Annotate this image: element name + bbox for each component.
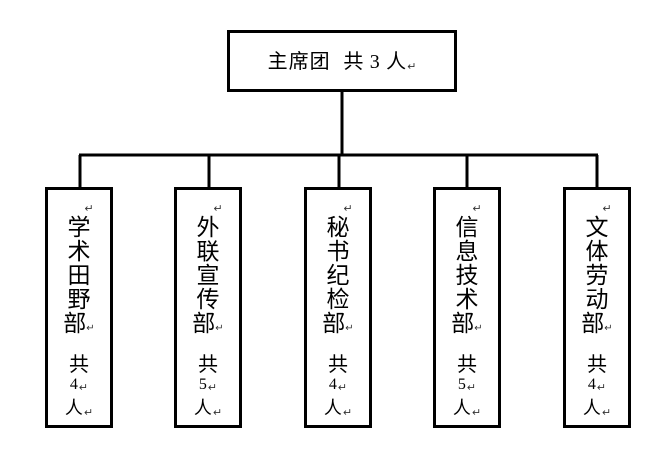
presidium-label: 主席团 共 3 人↵	[230, 48, 454, 80]
dept-count: 4	[587, 376, 596, 393]
dept-unit: 人	[582, 398, 601, 419]
paragraph-mark-icon: ↵	[83, 406, 94, 419]
dept-name-char: 检	[326, 287, 350, 313]
dept-name-char: 部	[192, 311, 216, 337]
paragraph-mark-icon: ↵	[471, 406, 482, 419]
paragraph-mark-icon: ↵	[337, 382, 348, 394]
dept-unit: 人	[323, 398, 342, 419]
paragraph-mark-icon: ↵	[86, 323, 95, 334]
dept-name-char: 信	[455, 215, 479, 241]
dept-name-char: 宣	[196, 263, 220, 289]
presidium-box: 主席团 共 3 人↵	[227, 30, 457, 92]
dept-name-char: 野	[67, 287, 91, 313]
paragraph-mark-icon: ↵	[84, 202, 94, 215]
dept-name-char: 文	[585, 215, 609, 241]
paragraph-mark-icon: ↵	[604, 323, 613, 334]
dept-name-char: 学	[67, 215, 91, 241]
paragraph-mark-icon: ↵	[345, 323, 354, 334]
dept-name-char: 纪	[326, 263, 350, 289]
dept-count: 4	[328, 376, 337, 393]
dept-count: 5	[457, 376, 466, 393]
dept-name-char: 劳	[585, 263, 609, 289]
department-box-2: ↵ 外 联 宣 传 部↵ 共 5↵ 人↵	[174, 187, 242, 428]
dept-name-char: 外	[196, 215, 220, 241]
dept-name-char: 息	[455, 239, 479, 265]
dept-name-char: 动	[585, 287, 609, 313]
dept-count: 4	[69, 376, 78, 393]
dept-name-char: 术	[455, 287, 479, 313]
dept-gong: 共	[69, 352, 89, 376]
dept-gong: 共	[587, 352, 607, 376]
dept-name-char: 部	[451, 311, 475, 337]
dept-name-char: 秘	[326, 215, 350, 241]
dept-count: 5	[198, 376, 207, 393]
paragraph-mark-icon: ↵	[78, 382, 89, 394]
dept-name-char: 部	[581, 311, 605, 337]
dept-unit: 人	[193, 398, 212, 419]
paragraph-mark-icon: ↵	[342, 406, 353, 419]
paragraph-mark-icon: ↵	[474, 323, 483, 334]
dept-gong: 共	[198, 352, 218, 376]
paragraph-mark-icon: ↵	[215, 323, 224, 334]
department-box-1: ↵ 学 术 田 野 部↵ 共 4↵ 人↵	[45, 187, 113, 428]
dept-gong: 共	[457, 352, 477, 376]
dept-name-char: 书	[326, 239, 350, 265]
paragraph-mark-icon: ↵	[407, 60, 417, 73]
presidium-gong: 共	[343, 49, 364, 73]
paragraph-mark-icon: ↵	[213, 202, 223, 215]
dept-name-char: 部	[63, 311, 87, 337]
department-box-3: ↵ 秘 书 纪 检 部↵ 共 4↵ 人↵	[304, 187, 372, 428]
paragraph-mark-icon: ↵	[466, 382, 477, 394]
dept-name-char: 联	[196, 239, 220, 265]
paragraph-mark-icon: ↵	[207, 382, 218, 394]
dept-gong: 共	[328, 352, 348, 376]
dept-name-char: 术	[67, 239, 91, 265]
paragraph-mark-icon: ↵	[596, 382, 607, 394]
presidium-count: 3	[369, 51, 380, 73]
paragraph-mark-icon: ↵	[212, 406, 223, 419]
dept-unit: 人	[452, 398, 471, 419]
dept-name-char: 体	[585, 239, 609, 265]
presidium-unit: 人	[386, 49, 407, 73]
department-box-4: ↵ 信 息 技 术 部↵ 共 5↵ 人↵	[433, 187, 501, 428]
paragraph-mark-icon: ↵	[602, 202, 612, 215]
paragraph-mark-icon: ↵	[601, 406, 612, 419]
dept-name-char: 部	[322, 311, 346, 337]
presidium-name: 主席团	[267, 49, 331, 73]
dept-name-char: 技	[455, 263, 479, 289]
paragraph-mark-icon: ↵	[472, 202, 482, 215]
department-box-5: ↵ 文 体 劳 动 部↵ 共 4↵ 人↵	[563, 187, 631, 428]
dept-name-char: 田	[67, 263, 91, 289]
dept-unit: 人	[64, 398, 83, 419]
paragraph-mark-icon: ↵	[343, 202, 353, 215]
dept-name-char: 传	[196, 287, 220, 313]
